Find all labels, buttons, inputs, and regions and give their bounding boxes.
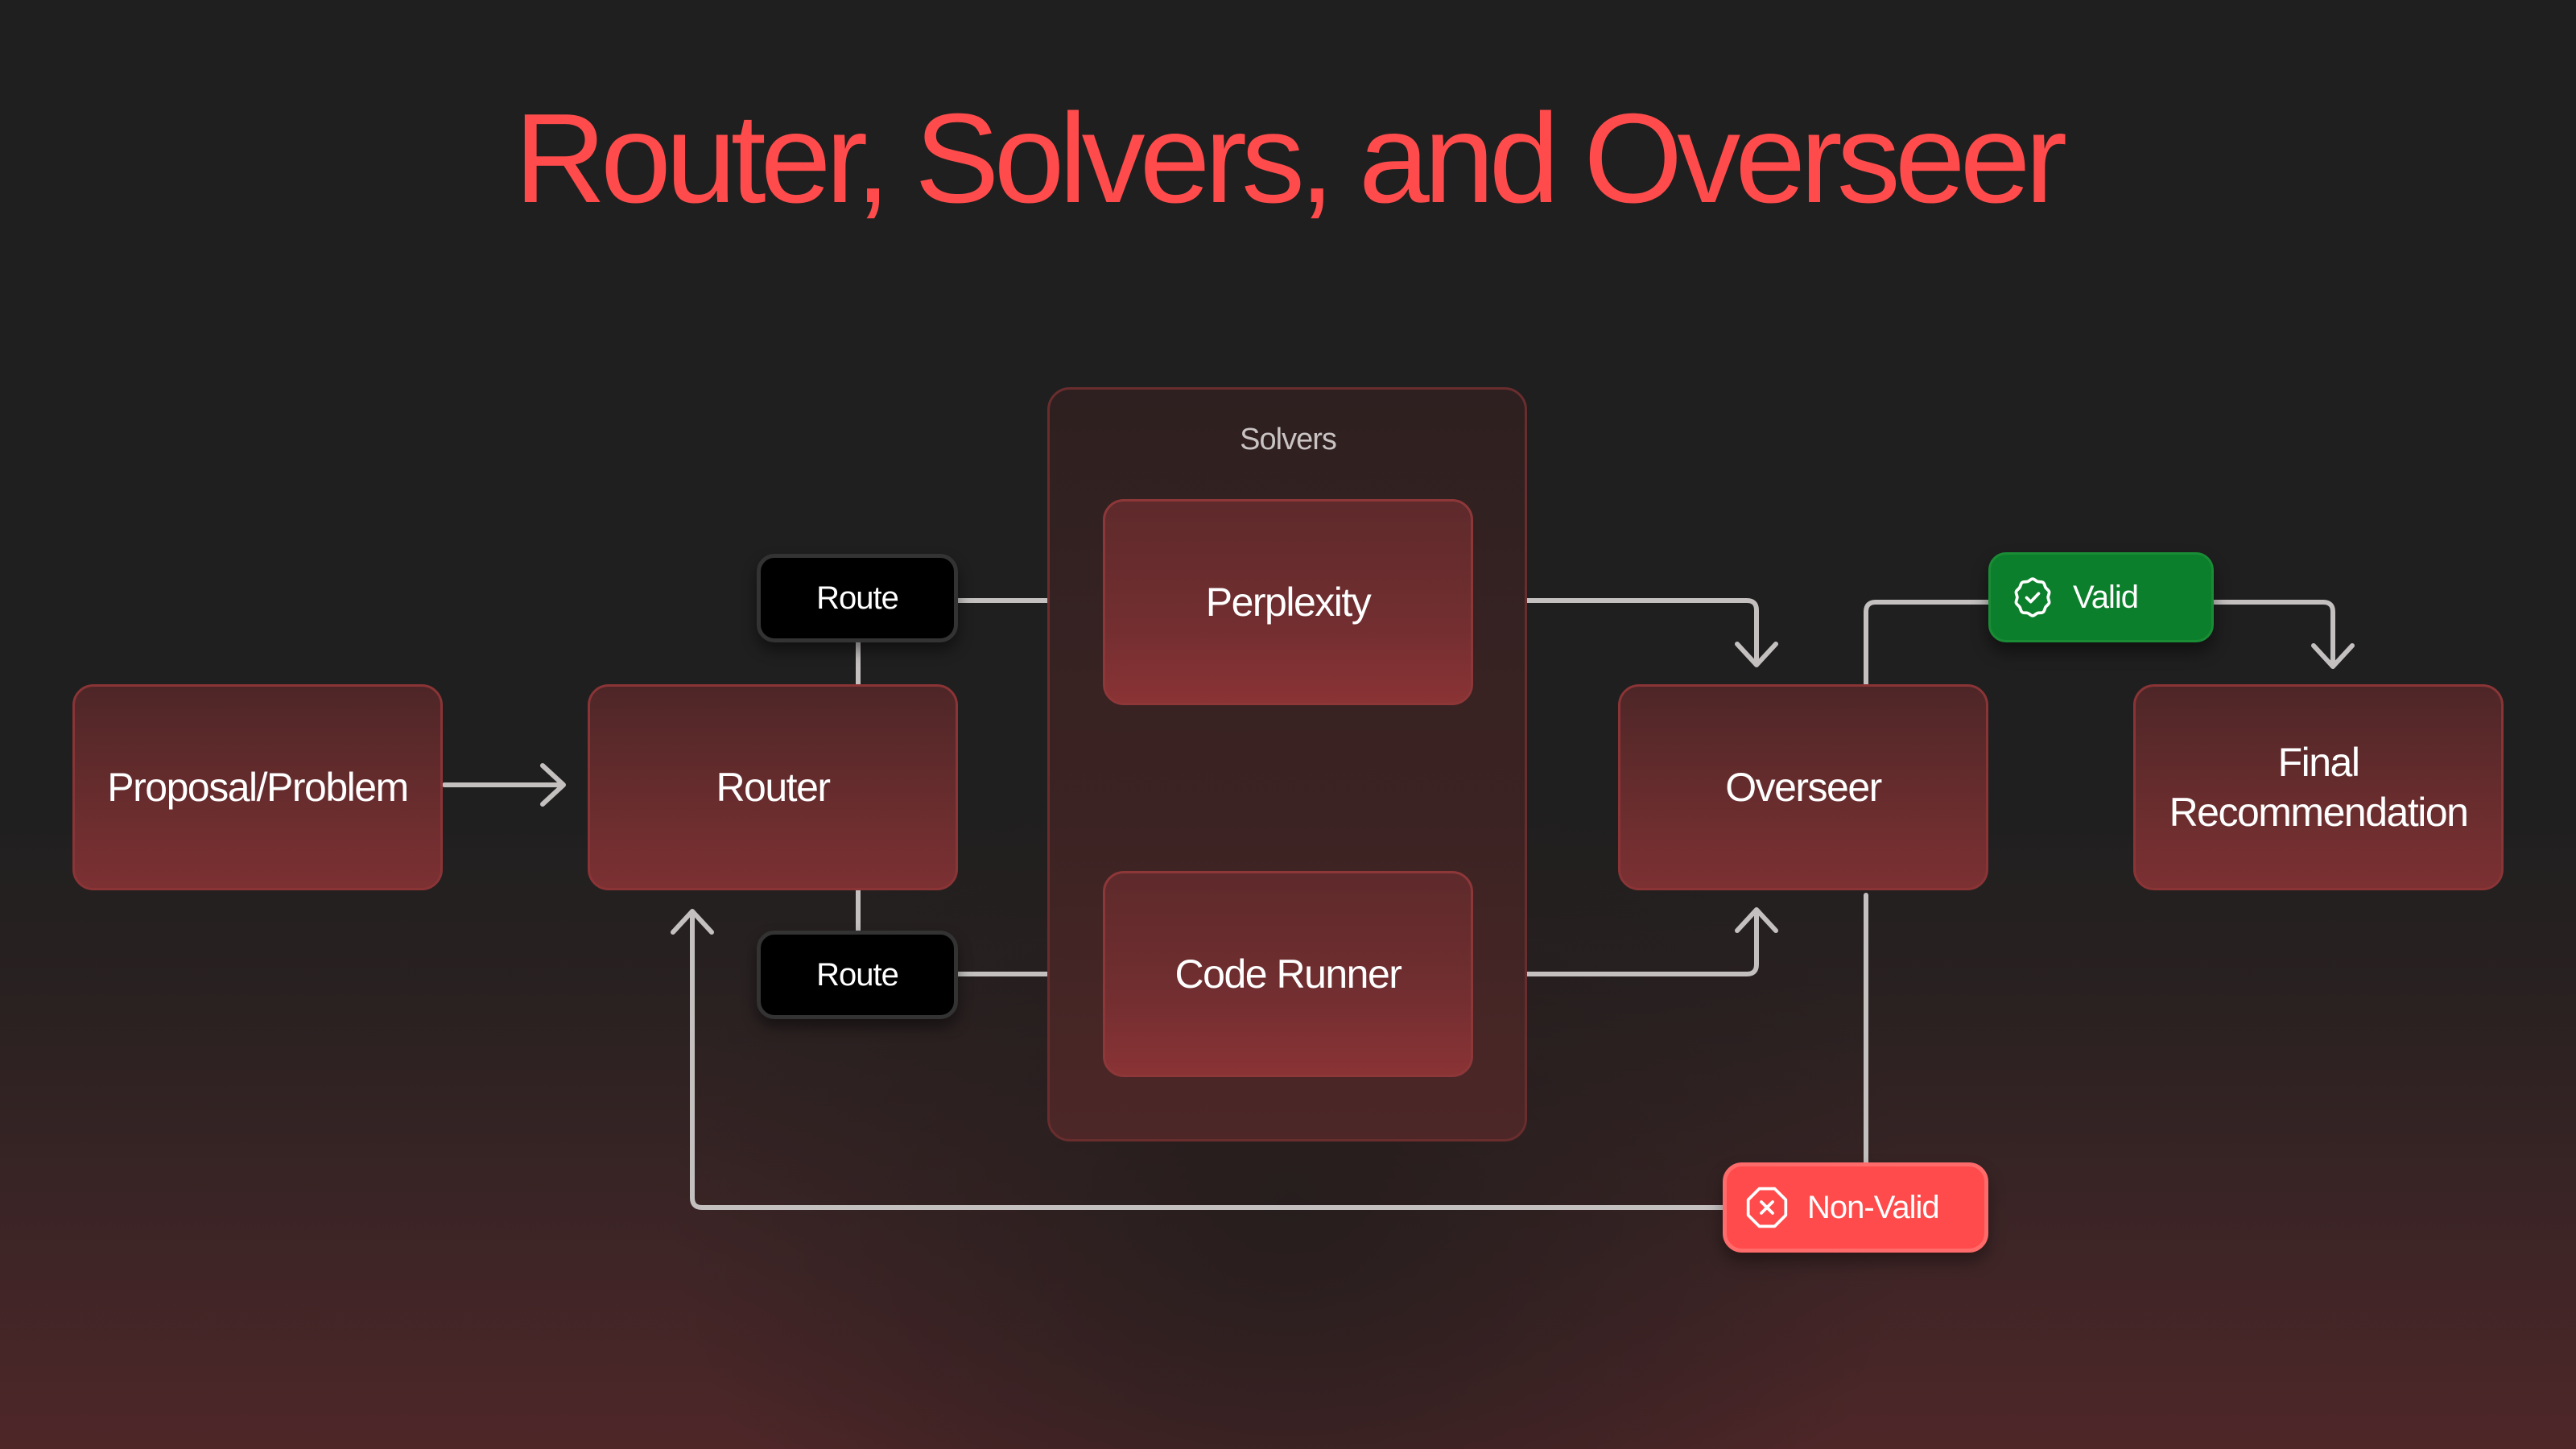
node-perplexity-label: Perplexity xyxy=(1205,579,1372,625)
node-final-label-line2: Recommendation xyxy=(2169,790,2469,835)
badge-check-icon xyxy=(2014,577,2051,617)
non-valid-chip-label: Non-Valid xyxy=(1807,1189,1940,1225)
edge-valid-final xyxy=(2210,600,2355,669)
valid-chip-label: Valid xyxy=(2073,579,2139,615)
non-valid-chip[interactable]: Non-Valid xyxy=(1723,1162,1988,1253)
node-final-recommendation[interactable]: Final Recommendation xyxy=(2133,684,2504,890)
node-perplexity[interactable]: Perplexity xyxy=(1103,499,1473,705)
node-code-runner-label: Code Runner xyxy=(1174,951,1402,997)
route-chip-bottom-label: Route xyxy=(816,956,899,993)
node-overseer[interactable]: Overseer xyxy=(1618,684,1988,890)
node-code-runner[interactable]: Code Runner xyxy=(1103,871,1473,1077)
edge-proposal-router xyxy=(442,763,566,807)
node-router-label: Router xyxy=(716,764,831,810)
edge-overseer-valid xyxy=(1864,600,1992,688)
octagon-x-icon xyxy=(1746,1187,1788,1228)
route-chip-top-label: Route xyxy=(816,580,899,616)
node-final-label-line1: Final xyxy=(2277,739,2360,785)
page-title: Router, Solvers, and Overseer xyxy=(514,88,2067,229)
node-router[interactable]: Router xyxy=(588,684,958,890)
node-overseer-label: Overseer xyxy=(1725,764,1882,810)
node-proposal-problem-label: Proposal/Problem xyxy=(107,764,409,810)
valid-chip[interactable]: Valid xyxy=(1988,552,2214,642)
node-proposal-problem[interactable]: Proposal/Problem xyxy=(72,684,443,890)
solvers-group-label: Solvers xyxy=(1240,423,1337,456)
route-chip-bottom[interactable]: Route xyxy=(757,931,958,1019)
route-chip-top[interactable]: Route xyxy=(757,554,958,642)
